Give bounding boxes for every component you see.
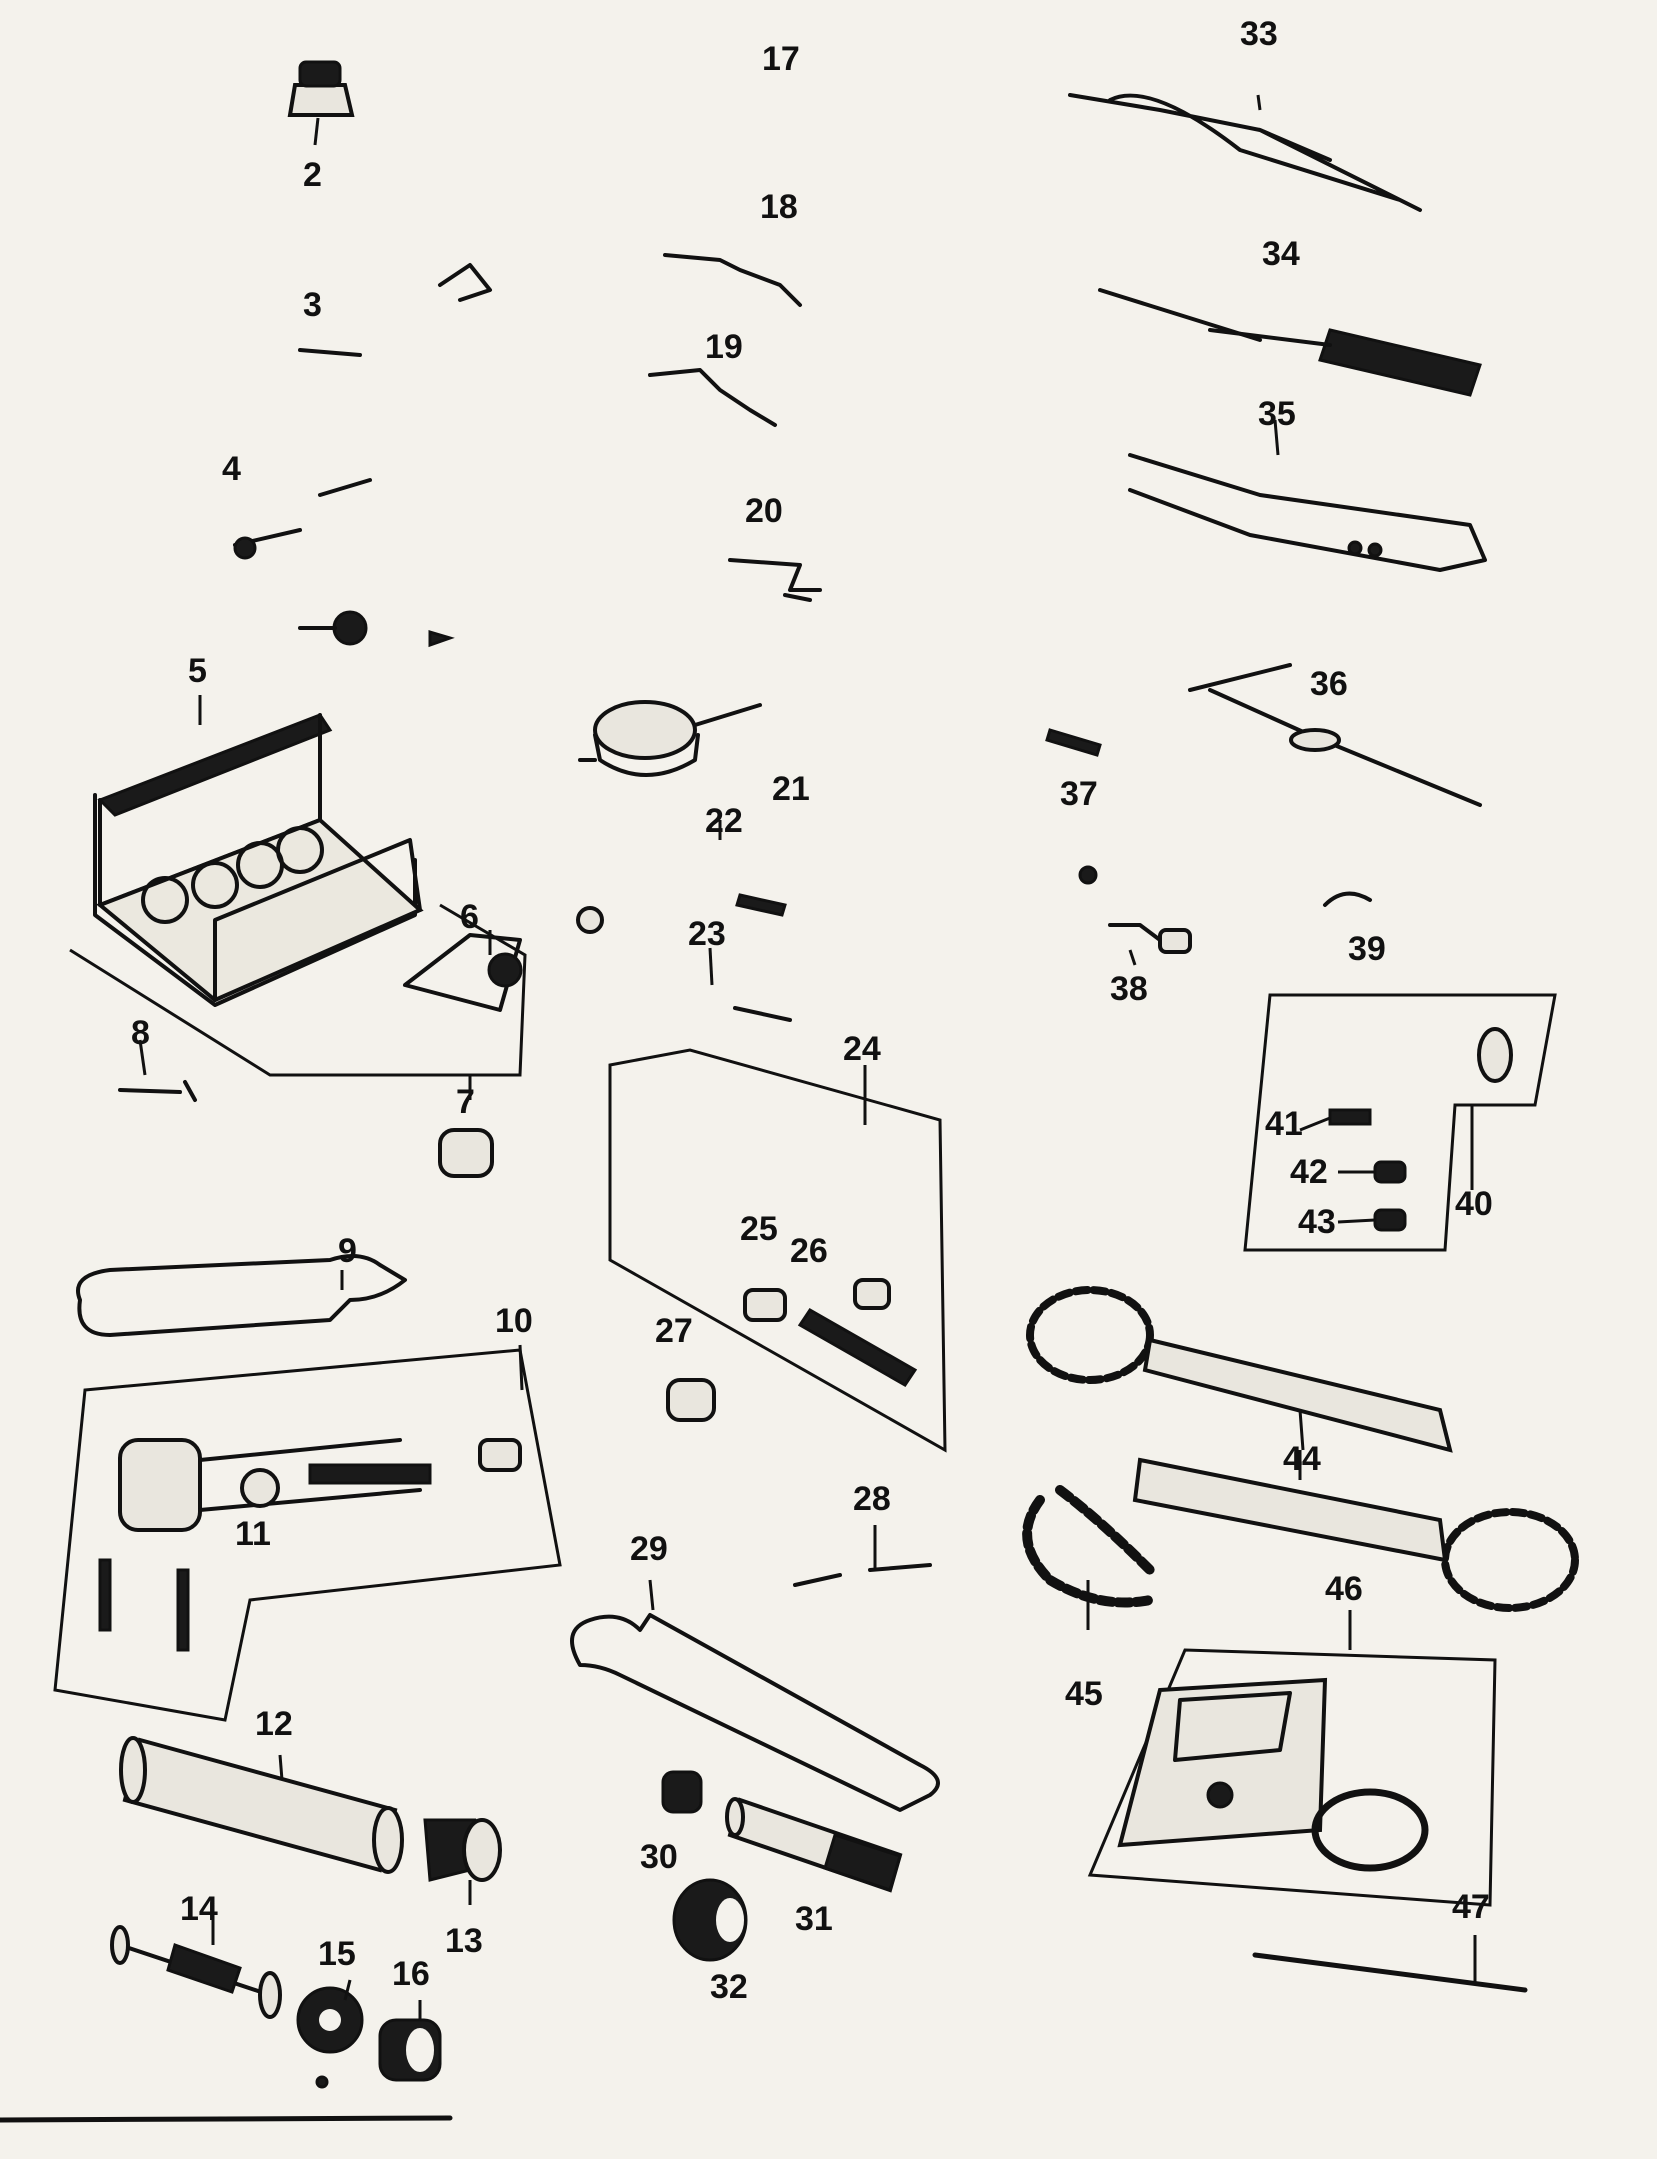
- part-44-chain-wrenches: [1026, 1286, 1579, 1612]
- callout-31: 31: [795, 1900, 833, 1938]
- part-5-socket-case: [93, 713, 424, 1007]
- callout-37: 37: [1060, 775, 1098, 813]
- callout-32: 32: [710, 1968, 748, 2006]
- callout-43: 43: [1298, 1203, 1336, 1241]
- callout-12: 12: [255, 1705, 293, 1743]
- callout-13: 13: [445, 1922, 483, 1960]
- part-46-multimeter: [1087, 1648, 1497, 1907]
- part-2-knob: [287, 60, 355, 117]
- part-47-rod: [1252, 1952, 1528, 1993]
- part-9-wrench: [76, 1254, 407, 1337]
- part-34-handle: [1098, 288, 1482, 397]
- part-4-pin: [233, 478, 455, 648]
- part-35-tool: [1128, 453, 1487, 572]
- callout-7: 7: [456, 1083, 475, 1121]
- callout-23: 23: [688, 915, 726, 953]
- callout-25: 25: [740, 1210, 778, 1248]
- part-45-strap: [1022, 1485, 1155, 1608]
- callout-47: 47: [1452, 1888, 1490, 1926]
- callout-46: 46: [1325, 1570, 1363, 1608]
- callout-42: 42: [1290, 1153, 1328, 1191]
- callout-21: 21: [772, 770, 810, 808]
- callout-6: 6: [460, 898, 479, 936]
- leader-lines: [138, 94, 1477, 2020]
- part-39-clip: [1323, 891, 1372, 907]
- callout-14: 14: [180, 1890, 218, 1928]
- part-28-pin: [793, 1563, 932, 1587]
- part-20-clip: [728, 558, 822, 602]
- callout-16: 16: [392, 1955, 430, 1993]
- part-13-bushing: [423, 1818, 502, 1882]
- callout-3: 3: [303, 286, 322, 324]
- part-33-pliers: [1068, 93, 1422, 212]
- bottom-rule: [0, 2115, 453, 2123]
- part-21-gauge: [578, 700, 762, 777]
- callout-29: 29: [630, 1530, 668, 1568]
- callout-numbers: 2 3 4 5 6 7 8 9 10 11 12 13 14 15 16 17 …: [131, 15, 1493, 2006]
- part-32-bushing: [672, 1878, 748, 1962]
- callout-38: 38: [1110, 970, 1148, 1008]
- part-31-drift: [725, 1797, 903, 1893]
- part-12-tube: [119, 1736, 404, 1874]
- callout-5: 5: [188, 652, 207, 690]
- callout-15: 15: [318, 1935, 356, 1973]
- part-38-bolt: [1078, 865, 1192, 954]
- callout-40: 40: [1455, 1185, 1493, 1223]
- callout-8: 8: [131, 1014, 150, 1052]
- callout-22: 22: [705, 802, 743, 840]
- callout-19: 19: [705, 328, 743, 366]
- callout-39: 39: [1348, 930, 1386, 968]
- part-36-grip: [1289, 728, 1341, 752]
- callout-45: 45: [1065, 1675, 1103, 1713]
- callout-26: 26: [790, 1232, 828, 1270]
- callout-35: 35: [1258, 395, 1296, 433]
- part-40-43-panel: [1243, 993, 1557, 1252]
- part-24-26-plate: [608, 1048, 947, 1453]
- part-23-pin: [733, 1006, 792, 1022]
- part-27-socket: [666, 1378, 716, 1422]
- callout-27: 27: [655, 1312, 693, 1350]
- part-19-spring: [648, 368, 777, 427]
- callout-9: 9: [338, 1232, 357, 1270]
- callout-10: 10: [495, 1302, 533, 1340]
- part-29-hook-wrench: [570, 1613, 940, 1812]
- callout-20: 20: [745, 492, 783, 530]
- part-14-shaft: [110, 1925, 282, 2019]
- part-10-11-puller: [53, 1348, 562, 1722]
- callout-18: 18: [760, 188, 798, 226]
- callout-4: 4: [222, 450, 241, 488]
- callout-24: 24: [843, 1030, 881, 1068]
- part-22b-head: [576, 906, 604, 934]
- callout-11: 11: [235, 1515, 271, 1553]
- callout-34: 34: [1262, 235, 1300, 273]
- callout-30: 30: [640, 1838, 678, 1876]
- callout-44: 44: [1283, 1440, 1321, 1478]
- part-3-clip: [298, 263, 492, 357]
- part-18-spring: [663, 253, 802, 307]
- part-15-washer: [296, 1986, 364, 2089]
- part-16-nut: [378, 2018, 442, 2082]
- callout-17: 17: [762, 40, 800, 78]
- part-22-pin: [735, 893, 787, 917]
- callout-33: 33: [1240, 15, 1278, 53]
- callout-36: 36: [1310, 665, 1348, 703]
- callout-41: 41: [1265, 1105, 1303, 1143]
- callout-28: 28: [853, 1480, 891, 1518]
- callout-2: 2: [303, 156, 322, 194]
- part-37-pin: [1045, 728, 1102, 757]
- part-6-8-bits: [69, 903, 527, 1178]
- part-30-bushing: [661, 1770, 703, 1814]
